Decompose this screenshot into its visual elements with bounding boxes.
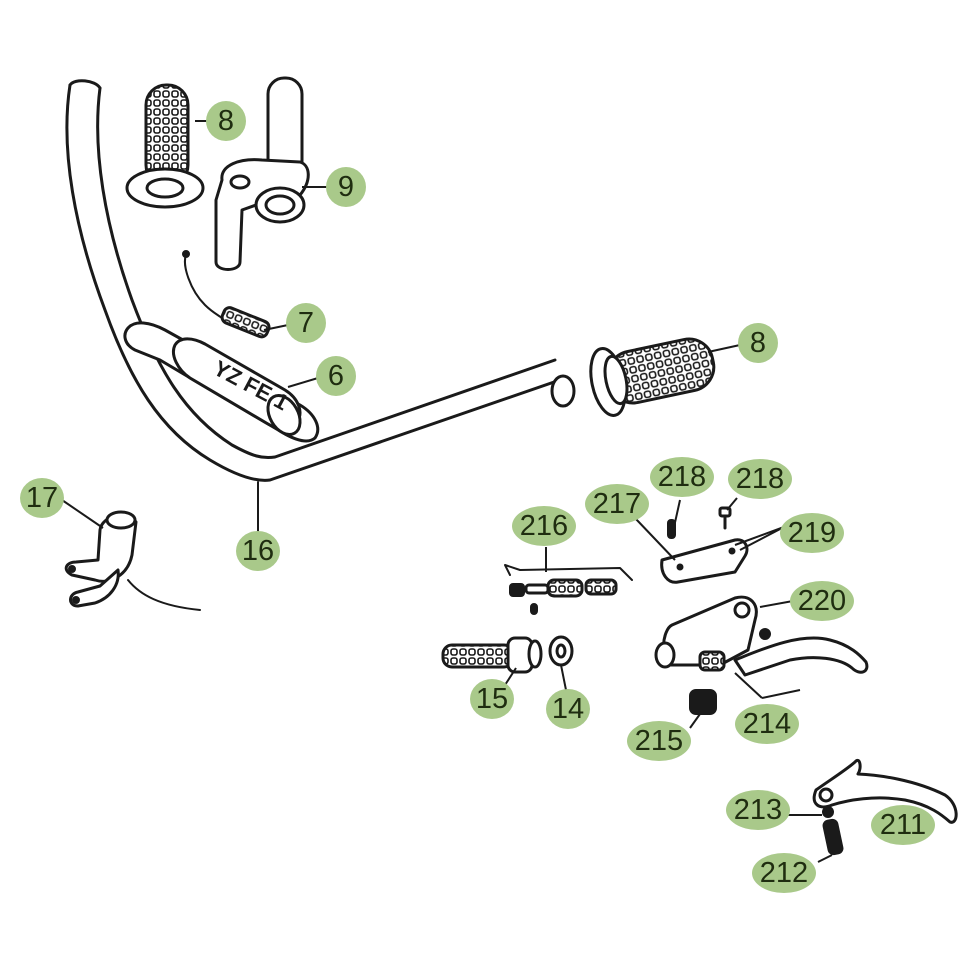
svg-text:212: 212: [760, 857, 808, 889]
callout-16-handlebar: 16: [236, 531, 280, 571]
svg-text:218: 218: [736, 463, 784, 495]
callout-17-clamp: 17: [20, 478, 64, 518]
callout-212: 212: [752, 853, 816, 893]
svg-text:220: 220: [798, 585, 846, 617]
svg-text:218: 218: [658, 461, 706, 493]
svg-text:15: 15: [476, 683, 508, 715]
clamp: [64, 510, 201, 611]
callout-14-washer: 14: [546, 689, 590, 729]
callout-215-boot: 215: [627, 721, 691, 761]
callout-6-pad: 6: [316, 356, 356, 396]
callout-211-lever: 211: [871, 805, 935, 845]
callout-217-cover: 217: [585, 484, 649, 524]
callout-8-right-grip: 8: [738, 323, 778, 363]
reservoir-cover: [660, 538, 749, 584]
svg-text:215: 215: [635, 725, 683, 757]
svg-text:214: 214: [743, 708, 791, 740]
svg-text:211: 211: [880, 809, 926, 841]
callout-9-throttle: 9: [326, 167, 366, 207]
handlebar: [65, 79, 576, 531]
left-grip: [125, 83, 205, 209]
callout-15-fitting: 15: [470, 679, 514, 719]
throttle-cable: [182, 250, 271, 339]
svg-text:8: 8: [218, 105, 234, 137]
callout-213: 213: [726, 790, 790, 830]
cover-screw-right: [718, 506, 732, 530]
callout-220-master-cylinder: 220: [790, 581, 854, 621]
svg-text:6: 6: [328, 360, 344, 392]
right-grip: [589, 337, 716, 417]
svg-text:16: 16: [242, 535, 274, 567]
svg-text:17: 17: [26, 482, 58, 514]
pivot-bolt: [822, 806, 844, 856]
callout-219: 219: [780, 513, 844, 553]
svg-text:14: 14: [552, 693, 584, 725]
throttle-assembly: [214, 76, 310, 271]
callout-8-left-grip: 8: [206, 101, 246, 141]
leader-lines: [61, 120, 833, 863]
svg-text:219: 219: [788, 517, 836, 549]
svg-text:213: 213: [734, 794, 782, 826]
master-cylinder: [654, 595, 869, 677]
callout-218-left: 218: [650, 457, 714, 497]
callout-216-piston: 216: [512, 506, 576, 546]
svg-text:8: 8: [750, 327, 766, 359]
callout-214: 214: [735, 704, 799, 744]
callout-218-right: 218: [728, 459, 792, 499]
boot: [689, 689, 717, 715]
svg-text:216: 216: [520, 510, 568, 542]
brake-lever: [812, 759, 958, 824]
crossbar-pad: YZ FE 1: [123, 321, 320, 443]
piston-kit: [504, 564, 633, 615]
washer: [548, 635, 574, 667]
svg-text:9: 9: [338, 171, 354, 203]
svg-text:217: 217: [593, 488, 641, 520]
hose-fitting: [441, 636, 543, 674]
svg-text:7: 7: [298, 307, 314, 339]
callout-7-cable: 7: [286, 303, 326, 343]
